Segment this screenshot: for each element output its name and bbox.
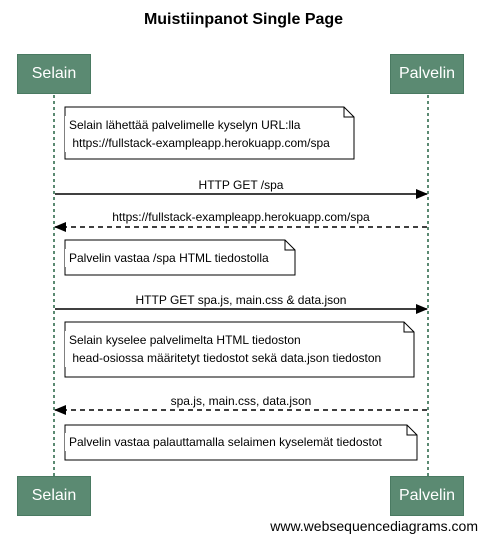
message-label-2: https://fullstack-exampleapp.herokuapp.c… (112, 210, 370, 224)
actor-palvelin-bottom: Palvelin (390, 476, 464, 516)
actor-palvelin-top: Palvelin (390, 54, 464, 94)
note-1: Selain lähettää palvelimelle kyselyn URL… (65, 116, 334, 152)
note-3: Selain kyselee palvelimelta HTML tiedost… (65, 331, 386, 367)
note-2: Palvelin vastaa /spa HTML tiedostolla (65, 249, 273, 267)
message-label-4: spa.js, main.css, data.json (170, 394, 312, 408)
message-label-1: HTTP GET /spa (198, 178, 284, 192)
actor-selain-bottom: Selain (17, 476, 91, 516)
actor-selain-top: Selain (17, 54, 91, 94)
footer-link[interactable]: www.websequencediagrams.com (270, 518, 478, 534)
message-label-3: HTTP GET spa.js, main.css & data.json (135, 293, 347, 307)
diagram-title: Muistiinpanot Single Page (143, 11, 344, 28)
note-4: Palvelin vastaa palauttamalla selaimen k… (65, 433, 386, 451)
